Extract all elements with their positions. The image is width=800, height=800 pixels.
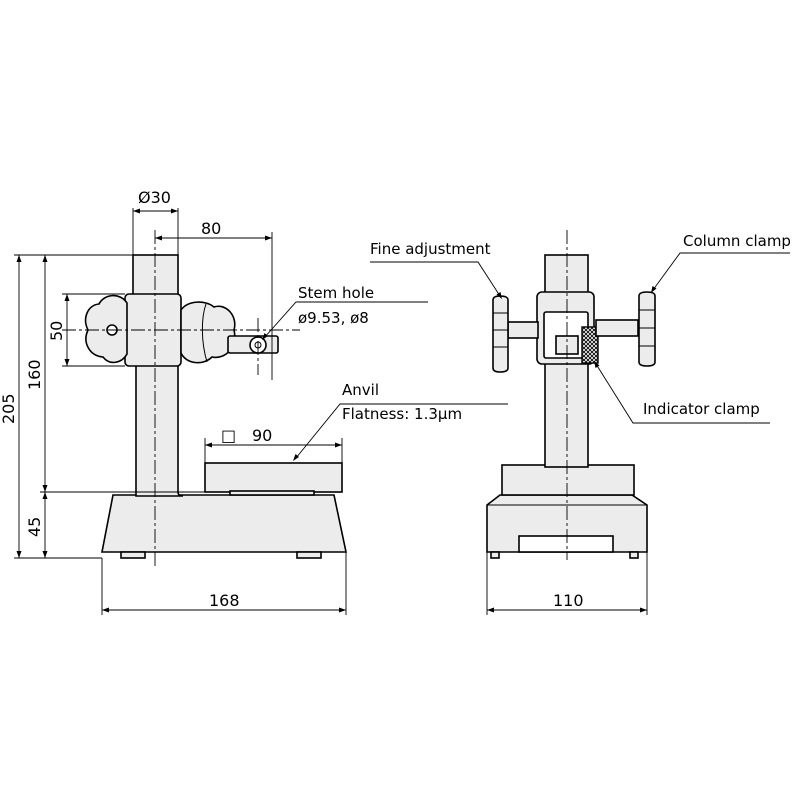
side-base-foot-right xyxy=(629,551,639,559)
fine-adjustment-leader xyxy=(370,261,501,297)
dim-total-height: 205 xyxy=(0,393,18,424)
front-column-top xyxy=(132,254,179,296)
front-base-foot-left xyxy=(120,551,146,559)
front-right-knob xyxy=(180,301,236,364)
side-right-knob xyxy=(638,291,656,367)
anvil-label: Anvil xyxy=(342,381,379,399)
side-left-knob xyxy=(492,295,509,373)
dim-column-diameter: Ø30 xyxy=(138,188,171,207)
side-left-shaft xyxy=(507,321,539,339)
front-base-foot-right xyxy=(296,551,322,559)
dim-base-height: 45 xyxy=(25,517,44,537)
dim-base-width-front: 168 xyxy=(209,591,240,610)
square-symbol: □ xyxy=(221,426,236,445)
anvil-leader xyxy=(295,403,508,459)
front-base xyxy=(101,494,347,553)
side-right-shaft xyxy=(595,319,639,337)
side-base-foot-left xyxy=(490,551,500,559)
indicator-clamp-label: Indicator clamp xyxy=(643,400,760,418)
side-base-slot xyxy=(518,535,614,553)
dim-base-width-side: 110 xyxy=(553,591,584,610)
front-right-knob-edge xyxy=(201,303,208,363)
front-anvil-seat xyxy=(229,490,315,496)
stem-hole-label: Stem hole xyxy=(298,284,374,302)
front-column xyxy=(135,364,184,497)
dim-holder-height: 50 xyxy=(47,321,66,341)
indicator-clamp-leader xyxy=(595,363,770,424)
dim-anvil-height: 160 xyxy=(25,359,44,390)
anvil-flatness: Flatness: 1.3µm xyxy=(342,405,462,423)
stem-hole-leader xyxy=(263,301,428,339)
column-clamp-label: Column clamp xyxy=(683,232,791,250)
column-clamp-leader xyxy=(652,252,790,291)
stem-hole-sizes: ø9.53, ø8 xyxy=(298,309,369,327)
indicator-clamp-knob xyxy=(581,326,599,364)
front-anvil xyxy=(204,462,343,493)
side-view: 110 Fine adjustment Column clamp Indicat… xyxy=(370,230,791,615)
dim-anvil-size: 90 xyxy=(252,426,272,445)
dim-column-to-stem: 80 xyxy=(201,219,221,238)
side-anvil xyxy=(501,464,635,496)
fine-adjustment-label: Fine adjustment xyxy=(370,240,491,258)
front-view: Ø30 80 50 205 160 45 xyxy=(0,188,508,615)
